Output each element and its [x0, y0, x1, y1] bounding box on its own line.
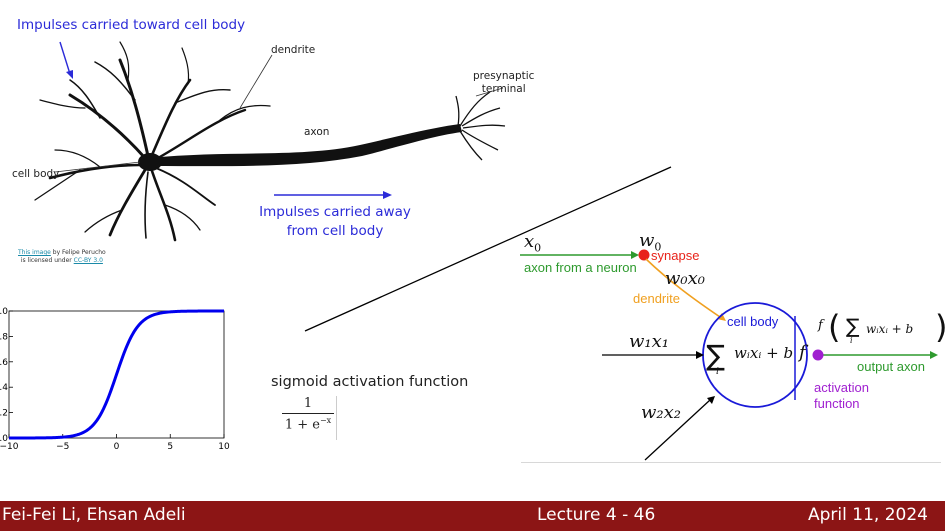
w2x2-arrow-line [644, 399, 711, 461]
dendrite-branches [34, 41, 271, 242]
axon-label: axon [304, 126, 330, 138]
toward-arrow-shaft [59, 41, 71, 75]
input-axon-arrowhead [631, 251, 639, 259]
formula-exponent: −x [319, 416, 332, 425]
presynaptic-line: presynaptic [473, 70, 535, 82]
y-tick-label: 0.0 [0, 434, 8, 444]
footer-authors: Fei-Fei Li, Ehsan Adeli [2, 505, 186, 525]
w0-subscript: 0 [654, 240, 662, 254]
sigmoid-label: sigmoid activation function [271, 374, 469, 390]
activation-line-1: activation [814, 380, 869, 395]
f-label: f [799, 342, 806, 363]
footer-date: April 11, 2024 [808, 505, 928, 525]
chart-ticks: −10 −5 0 5 10 0.0 0.2 0.4 0.6 0.8 1.0 [0, 307, 230, 452]
dendrite-label: dendrite [271, 44, 316, 56]
formula-denominator: 1 + e−x [282, 416, 334, 432]
y-tick-label: 0.4 [0, 383, 8, 393]
activation-dot [812, 349, 824, 361]
formula-crop-edge [336, 396, 337, 440]
synapse-label: synapse [651, 248, 700, 263]
x-tick-label: −10 [0, 442, 19, 452]
presynaptic-terminal-label: presynaptic terminal [473, 70, 534, 96]
x-tick-label: −5 [56, 442, 69, 452]
y-tick-label: 0.6 [0, 358, 8, 368]
credit-link[interactable]: This image [18, 249, 51, 256]
w2x2-arrowhead [707, 396, 715, 404]
sigmoid-curve [9, 309, 224, 440]
dendrite-arrowhead [717, 313, 726, 321]
model-cell-body-label: cell body [727, 314, 779, 329]
w2x2-label: w₂x₂ [641, 402, 681, 423]
sum-index: i [716, 367, 719, 377]
output-paren-right: ) [935, 308, 945, 346]
away-arrow-head [383, 191, 392, 199]
terminal-pointer [475, 87, 504, 97]
w0-label: w0 [639, 230, 661, 254]
terminal-line: terminal [481, 83, 526, 95]
denominator-text: 1 + e [284, 417, 320, 433]
dendrite-line [645, 258, 721, 318]
sum-sigma: ∑ [706, 339, 725, 372]
cell-body-label: cell body [12, 168, 60, 180]
output-axon-label: output axon [857, 359, 925, 374]
output-sum-expression: wᵢxᵢ + b [866, 322, 914, 336]
formula-bar [282, 413, 334, 414]
x-tick-label: 5 [167, 442, 173, 452]
impulses-toward-label: Impulses carried toward cell body [17, 17, 246, 33]
impulses-away-line-2: from cell body [286, 223, 384, 239]
credit-line-1: This image by Felipe Perucho [18, 249, 106, 257]
x0-subscript: 0 [534, 241, 542, 255]
output-sigma: ∑ [846, 314, 860, 338]
sigmoid-formula: 1 1 + e−x [282, 396, 334, 432]
diagonal-divider [304, 166, 672, 332]
credit-text-2: is licensed under [20, 257, 74, 264]
presynaptic-terminal-branches [455, 91, 506, 161]
output-f-label: f [818, 318, 823, 333]
axon-from-neuron-label: axon from a neuron [524, 260, 637, 275]
x-tick-label: 0 [114, 442, 120, 452]
w0x0-label: w₀x₀ [665, 268, 705, 289]
neuron-model-diagram: ∑ ( ∑ ) [520, 249, 945, 461]
license-link[interactable]: CC-BY 3.0 [73, 257, 103, 264]
dendrite-pointer [239, 54, 273, 109]
x-tick-label: 10 [218, 442, 230, 452]
credit-text-1: by Felipe Perucho [50, 249, 106, 256]
cell-body-pointer [54, 161, 141, 173]
x0-label: x0 [524, 231, 541, 255]
y-tick-label: 0.2 [0, 409, 8, 419]
credit-line-2: is licensed under CC-BY 3.0 [18, 257, 106, 265]
synapse-dot [638, 249, 650, 261]
activation-line-2: function [814, 396, 860, 411]
y-tick-label: 1.0 [0, 307, 8, 317]
output-sum-index: i [850, 336, 853, 345]
image-credit: This image by Felipe Perucho is licensed… [18, 249, 106, 265]
w1x1-arrowhead [696, 351, 704, 359]
impulses-away-line-1: Impulses carried away [259, 204, 411, 220]
output-axon-arrowhead [930, 351, 938, 359]
activation-function-label: activation function [814, 380, 869, 412]
w0-text: w [639, 230, 655, 251]
model-dendrite-label: dendrite [633, 291, 680, 306]
impulses-away-label: Impulses carried away from cell body [250, 203, 420, 241]
toward-arrow-head [66, 70, 73, 79]
output-paren-left: ( [828, 308, 840, 346]
x0-text: x [524, 231, 535, 252]
w1x1-label: w₁x₁ [629, 331, 669, 352]
footer-bar: Fei-Fei Li, Ehsan Adeli Lecture 4 - 46 A… [0, 501, 945, 531]
model-bottom-edge [521, 462, 941, 463]
sum-expression: wᵢxᵢ + b [734, 344, 794, 362]
formula-numerator: 1 [303, 396, 313, 411]
y-tick-label: 0.8 [0, 332, 8, 342]
axon-shape [150, 124, 462, 167]
sigmoid-chart: −10 −5 0 5 10 0.0 0.2 0.4 0.6 0.8 1.0 [0, 307, 230, 452]
footer-lecture: Lecture 4 - 46 [537, 505, 656, 525]
neuron-illustration [34, 41, 506, 242]
